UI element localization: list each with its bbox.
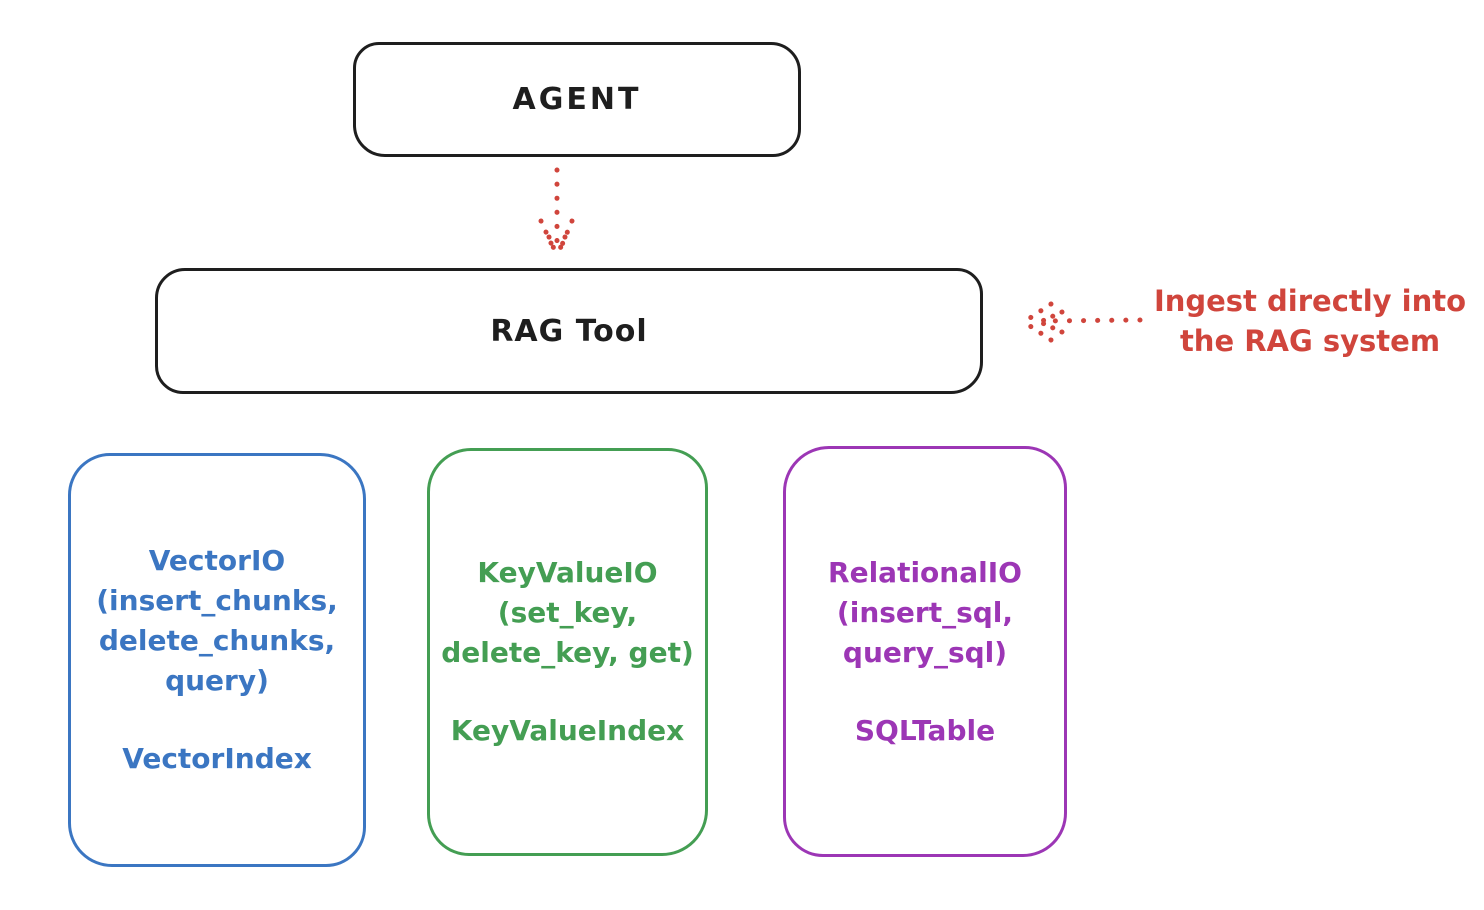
agent-to-ragtool-arrow [538, 167, 575, 259]
ingest-annotation: Ingest directly into the RAG system [1143, 281, 1477, 361]
vector-io-title-line: query) [165, 664, 269, 697]
rag-tool-box: RAG Tool [155, 268, 983, 394]
annotation-line-1: Ingest directly into [1153, 284, 1467, 318]
key-value-io-title-line: KeyValueIO [477, 556, 658, 589]
relational-io-title-line: (insert_sql, [836, 595, 1014, 629]
key-value-io-title: KeyValueIO (set_key, delete_key, get) [441, 553, 694, 673]
relational-io-title-line: query_sql) [842, 635, 1008, 669]
vector-io-title-line: (insert_chunks, [96, 584, 338, 617]
key-value-io-title-line: (set_key, [497, 596, 638, 629]
agent-label: AGENT [512, 82, 642, 117]
rag-tool-label: RAG Tool [490, 313, 648, 349]
vector-io-title: VectorIO (insert_chunks, delete_chunks, … [96, 541, 338, 701]
sql-table-label: SQLTable [854, 713, 996, 747]
vector-index-label: VectorIndex [122, 742, 312, 775]
agent-box: AGENT [353, 42, 801, 157]
relational-io-box: RelationalIO (insert_sql, query_sql) SQL… [783, 446, 1067, 857]
vector-io-title-line: delete_chunks, [98, 624, 336, 657]
vector-io-title-line: VectorIO [148, 544, 286, 577]
key-value-io-box: KeyValueIO (set_key, delete_key, get) Ke… [427, 448, 708, 856]
vector-io-box: VectorIO (insert_chunks, delete_chunks, … [68, 453, 366, 867]
annotation-line-2: the RAG system [1179, 324, 1441, 358]
key-value-index-label: KeyValueIndex [450, 714, 685, 747]
ingest-annotation-arrow [1021, 301, 1143, 343]
relational-io-title-line: RelationalIO [828, 555, 1022, 589]
key-value-io-title-line: delete_key, get) [441, 636, 694, 669]
relational-io-title: RelationalIO (insert_sql, query_sql) [828, 553, 1022, 673]
